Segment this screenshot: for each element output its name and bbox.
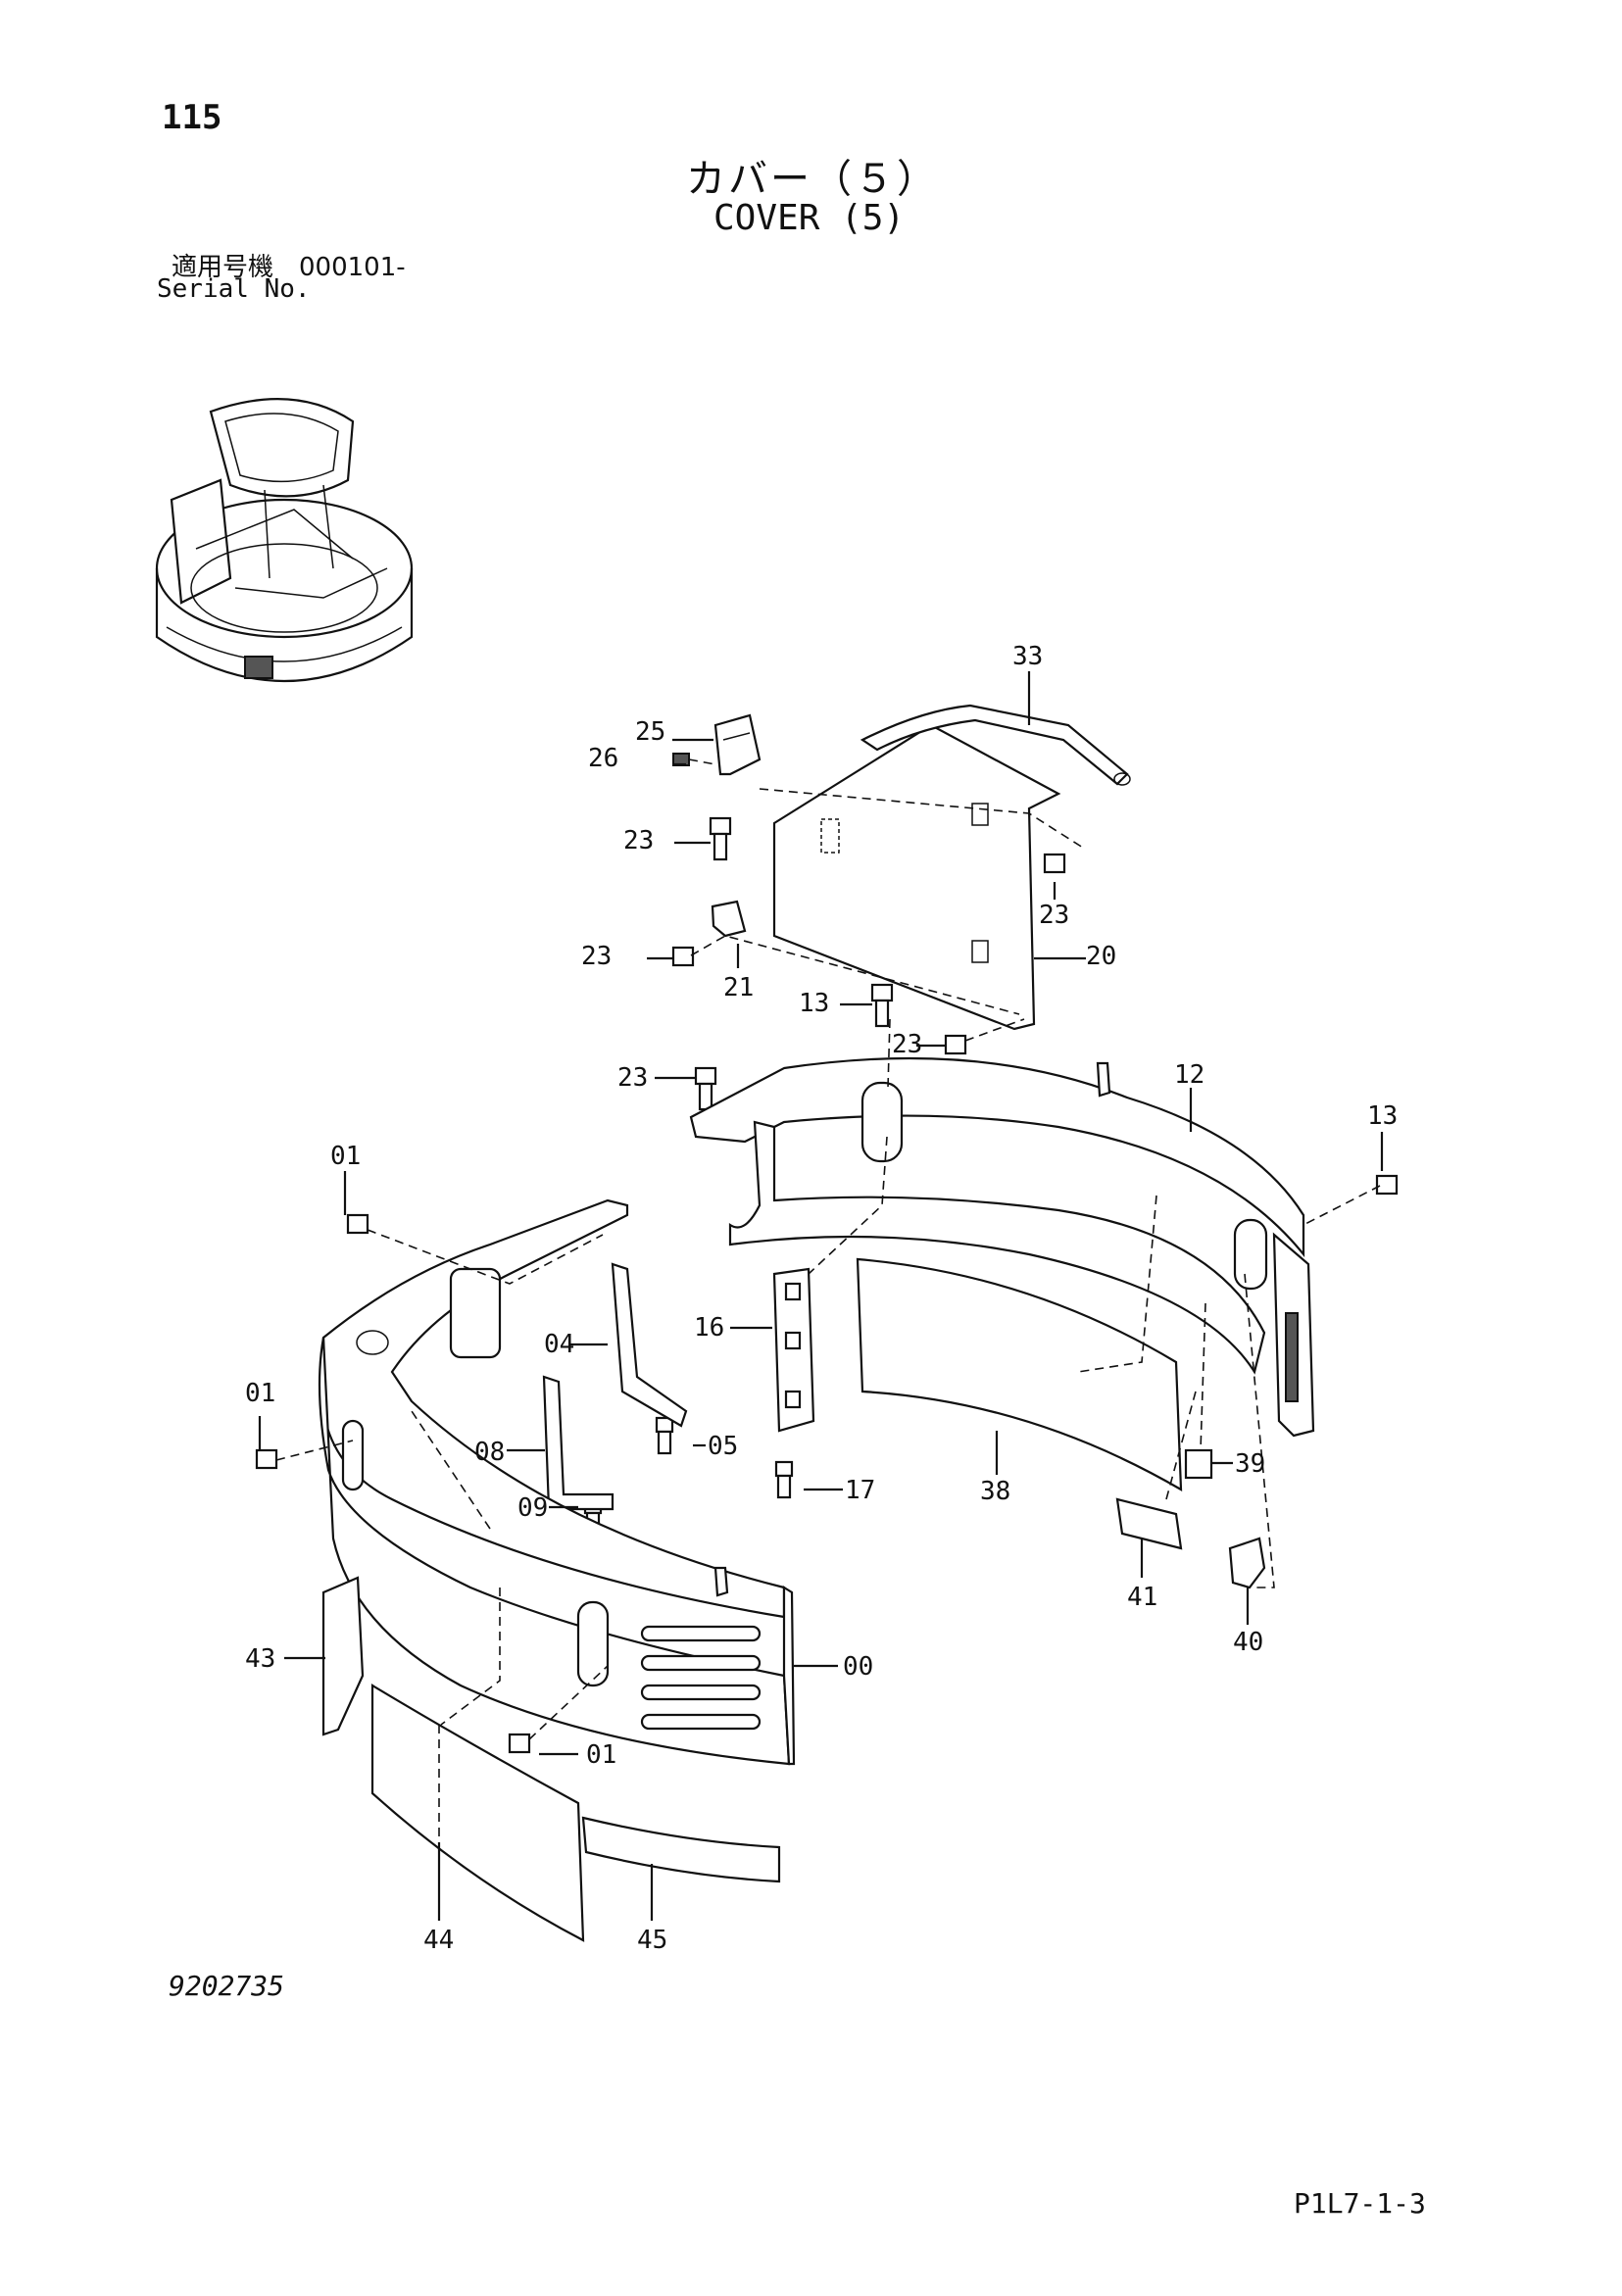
serial-label-japanese: 適用号機 000101- (172, 253, 406, 282)
callout-08: 08 (474, 1438, 505, 1467)
page-title: COVER (5) (713, 198, 906, 238)
callout-05: 05 (708, 1432, 738, 1461)
callout-13: 13 (799, 989, 829, 1018)
callout-23: 23 (617, 1063, 648, 1093)
part-04-bracket (611, 1262, 688, 1428)
part-41-pad (1115, 1497, 1183, 1550)
page-title-japanese: カバー（５） (686, 157, 939, 202)
part-00-lower-cover (318, 1198, 796, 1766)
callout-01: 01 (586, 1740, 616, 1770)
callout-23: 23 (581, 942, 612, 971)
drawing-number: 9202735 (169, 1970, 285, 2002)
assembly-lines (275, 758, 1381, 1842)
callout-33: 33 (1012, 642, 1043, 671)
bolts (255, 753, 1399, 1754)
callout-23: 23 (892, 1030, 922, 1059)
machine-overview-illustration (155, 398, 414, 683)
callout-23: 23 (623, 826, 654, 855)
callout-20: 20 (1086, 942, 1116, 971)
callout-labels: 33 25 26 23 23 23 21 20 13 23 23 12 13 0… (245, 642, 1398, 1955)
callout-00: 00 (843, 1652, 873, 1682)
callout-39: 39 (1235, 1449, 1265, 1479)
callout-12: 12 (1174, 1060, 1204, 1090)
callout-45: 45 (637, 1926, 667, 1955)
page-number: 115 (162, 98, 222, 137)
serial-label: Serial No. (157, 274, 311, 304)
part-45-strip (581, 1816, 781, 1883)
callout-40: 40 (1233, 1628, 1263, 1657)
part-20-plate (772, 723, 1061, 1031)
part-12-upper-cover (689, 1056, 1315, 1438)
callout-26: 26 (588, 744, 618, 773)
leader-lines (258, 671, 1384, 1921)
callout-25: 25 (635, 717, 665, 747)
part-38-insulation (856, 1257, 1183, 1491)
callout-41: 41 (1127, 1583, 1157, 1612)
part-40-pad (1228, 1537, 1266, 1589)
callout-01: 01 (330, 1142, 361, 1171)
part-08-bracket (542, 1375, 614, 1511)
callout-16: 16 (694, 1313, 724, 1343)
callout-38: 38 (980, 1477, 1010, 1506)
callout-23: 23 (1039, 901, 1069, 930)
part-21-clip (711, 900, 747, 938)
callout-21: 21 (723, 973, 754, 1002)
part-25-bracket (713, 713, 762, 776)
callout-44: 44 (423, 1926, 454, 1955)
callout-13: 13 (1367, 1101, 1398, 1131)
part-43-pad (321, 1576, 365, 1736)
page-reference: P1L7-1-3 (1294, 2187, 1426, 2220)
callout-01: 01 (245, 1379, 275, 1408)
part-39-pad (1184, 1448, 1213, 1480)
callout-04: 04 (544, 1330, 574, 1359)
callout-17: 17 (845, 1476, 875, 1505)
part-33-strip (860, 704, 1131, 786)
callout-09: 09 (517, 1493, 548, 1523)
callout-43: 43 (245, 1644, 275, 1674)
part-44-panel (370, 1684, 585, 1942)
part-16-hinge (772, 1267, 815, 1433)
